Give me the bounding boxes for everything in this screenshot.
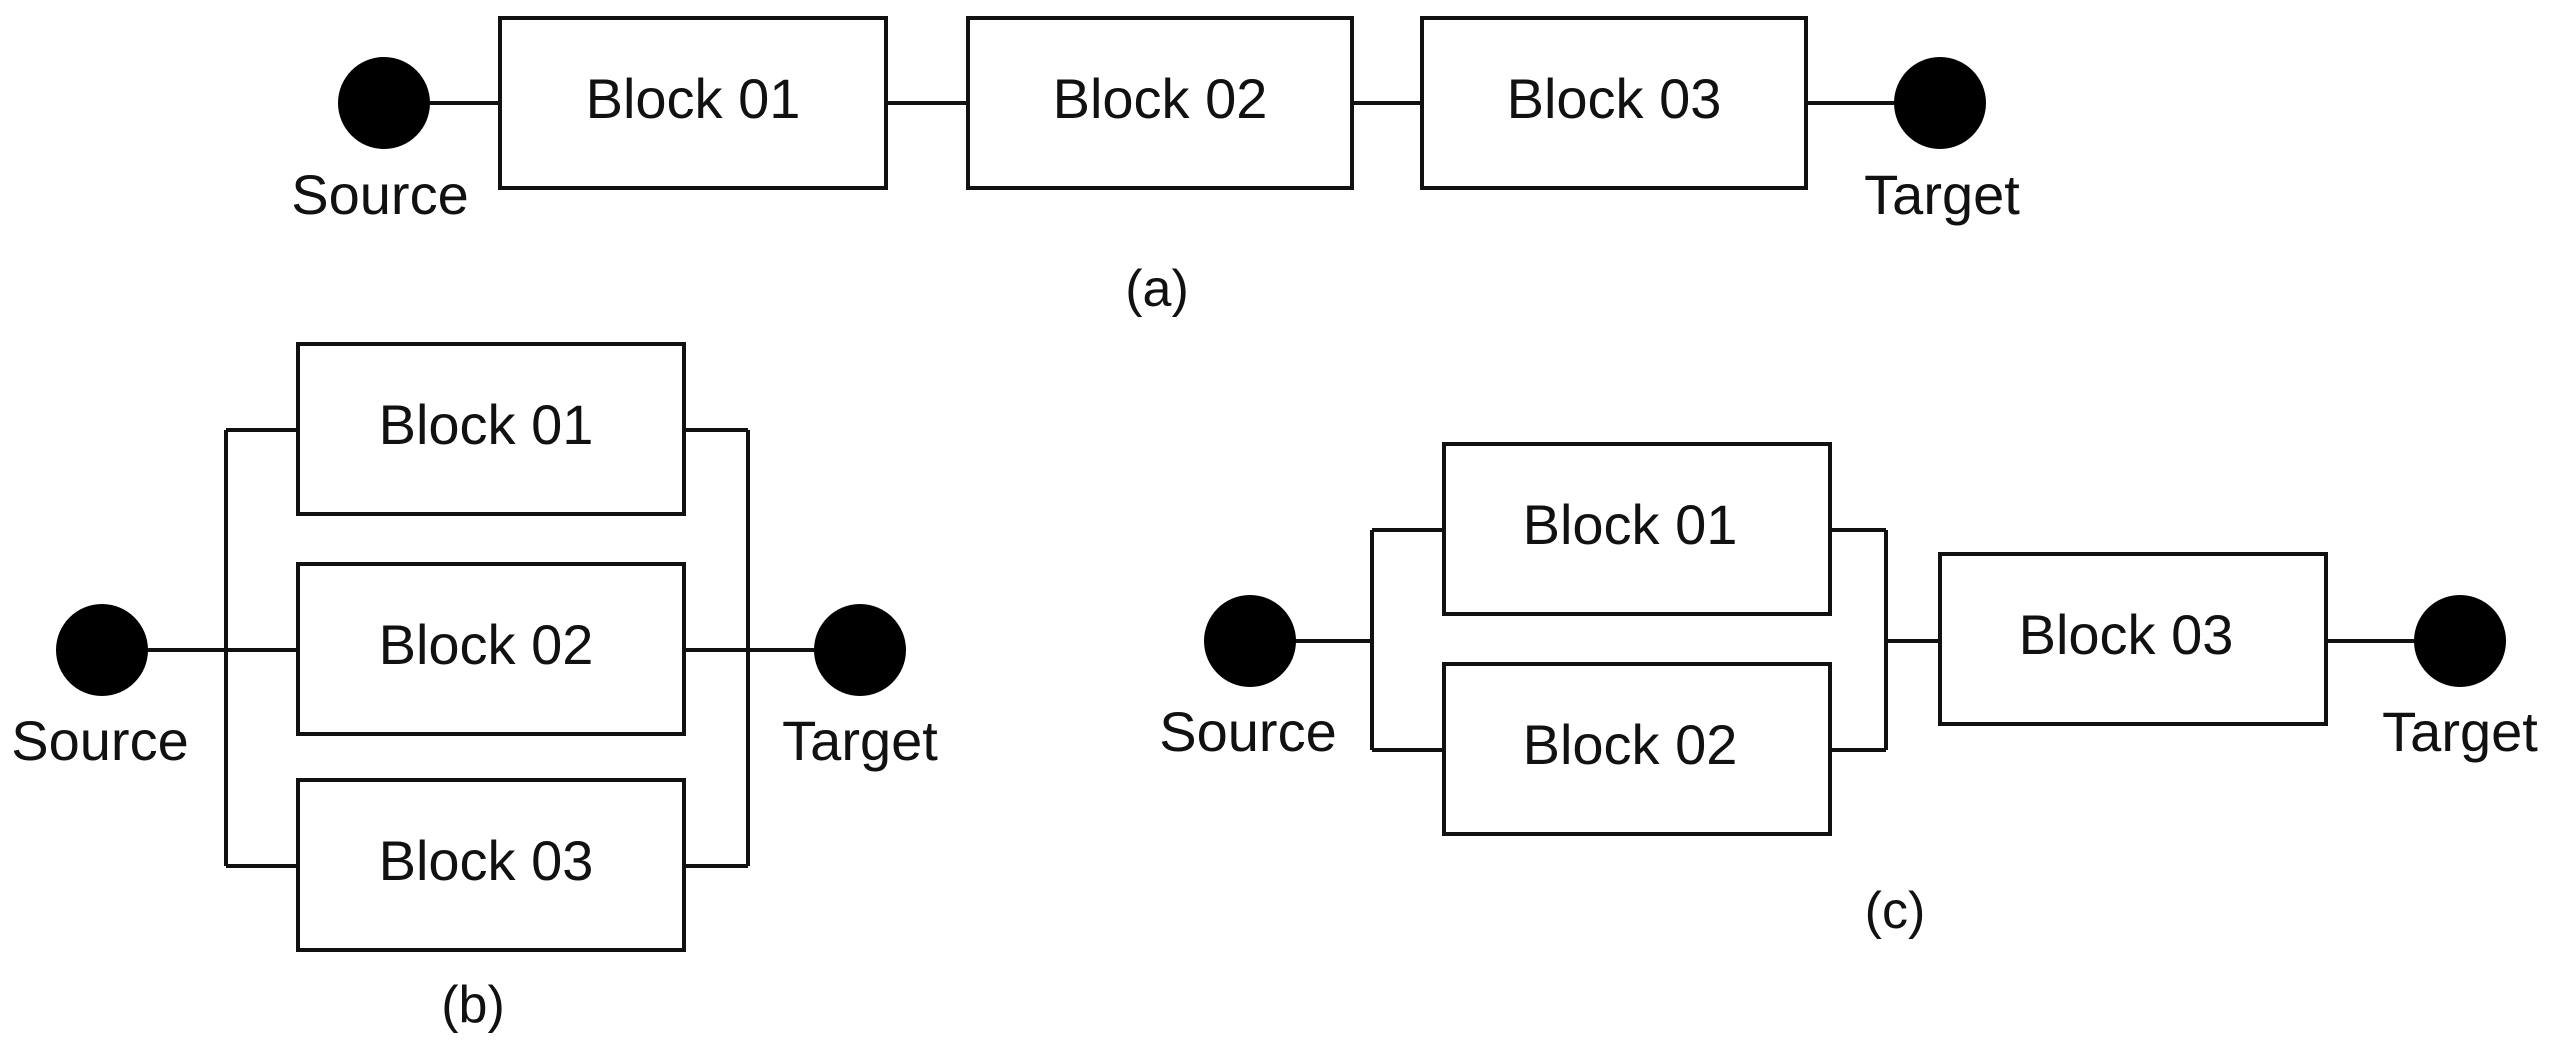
target-label-a: Target bbox=[1864, 163, 2020, 226]
block-01-b bbox=[296, 342, 686, 516]
block-03-a bbox=[1420, 16, 1808, 190]
block-01-a bbox=[498, 16, 888, 190]
source-node-b bbox=[56, 604, 148, 696]
diagram-c-series-parallel: Source Block 01 Block 02 Block 03 Target… bbox=[1159, 442, 2538, 940]
block-01-c-label: Block 01 bbox=[1523, 493, 1738, 556]
block-03-b bbox=[296, 778, 686, 952]
caption-a: (a) bbox=[1125, 260, 1189, 318]
block-03-c-label: Block 03 bbox=[2019, 603, 2234, 666]
block-01-c bbox=[1442, 442, 1832, 616]
target-label-b: Target bbox=[782, 709, 938, 772]
source-node-a bbox=[338, 57, 430, 149]
source-label-b: Source bbox=[11, 709, 188, 772]
target-node-b bbox=[814, 604, 906, 696]
target-label-c: Target bbox=[2382, 700, 2538, 763]
source-label-c: Source bbox=[1159, 700, 1336, 763]
block-03-a-label: Block 03 bbox=[1507, 67, 1722, 130]
block-02-b bbox=[296, 562, 686, 736]
target-node-a bbox=[1894, 57, 1986, 149]
block-01-a-label: Block 01 bbox=[586, 67, 801, 130]
block-02-a-label: Block 02 bbox=[1053, 67, 1268, 130]
block-02-c bbox=[1442, 662, 1832, 836]
source-label-a: Source bbox=[291, 163, 468, 226]
block-03-c bbox=[1938, 552, 2328, 726]
block-02-c-label: Block 02 bbox=[1523, 713, 1738, 776]
block-02-a bbox=[966, 16, 1354, 190]
block-02-b-label: Block 02 bbox=[379, 613, 594, 676]
block-03-b-label: Block 03 bbox=[379, 829, 594, 892]
target-node-c bbox=[2414, 595, 2506, 687]
caption-c: (c) bbox=[1865, 882, 1926, 940]
diagram-a-series: Source Block 01 Block 02 Block 03 Target… bbox=[291, 16, 2020, 318]
diagram-b-parallel: Source Block 01 Block 02 Block 03 Target… bbox=[11, 342, 938, 1034]
block-01-b-label: Block 01 bbox=[379, 393, 594, 456]
caption-b: (b) bbox=[441, 976, 505, 1034]
source-node-c bbox=[1204, 595, 1296, 687]
